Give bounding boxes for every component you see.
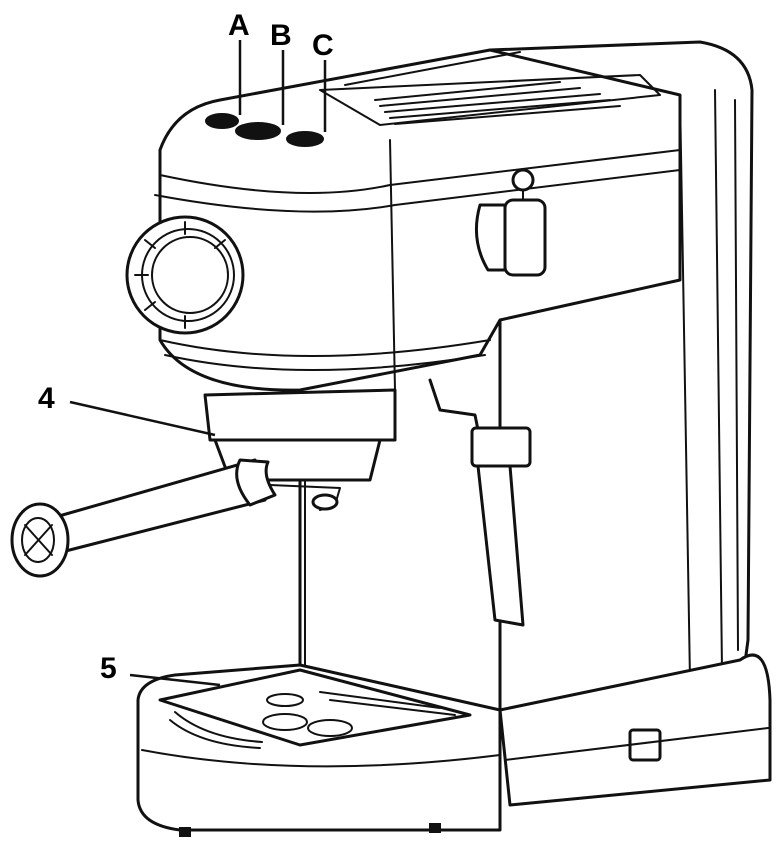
- button-a[interactable]: [205, 113, 239, 129]
- leader-5: [129, 673, 221, 687]
- button-c[interactable]: [286, 131, 324, 147]
- portafilter[interactable]: [10, 458, 277, 578]
- steam-pipe: [428, 378, 532, 627]
- callout-4: 4: [38, 382, 55, 415]
- drip-tray[interactable]: [136, 663, 502, 832]
- leader-4: [69, 400, 216, 437]
- machine-base: [179, 653, 772, 837]
- callout-5: 5: [100, 652, 117, 685]
- top-buttons: [205, 113, 324, 147]
- steam-wand-knob: [474, 168, 547, 277]
- control-dial[interactable]: [125, 215, 245, 335]
- callout-b: B: [270, 19, 292, 52]
- callout-a: A: [228, 9, 250, 42]
- button-b[interactable]: [235, 122, 281, 140]
- callout-c: C: [312, 29, 334, 62]
